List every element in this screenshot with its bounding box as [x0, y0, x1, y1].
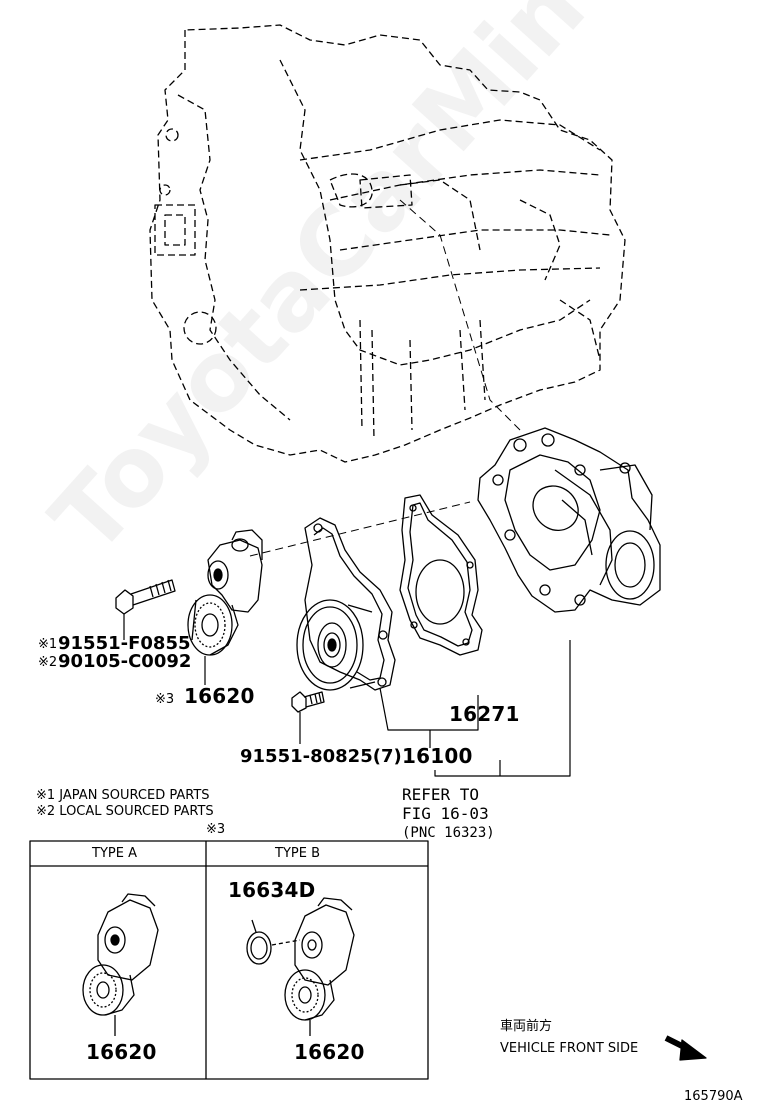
vehicle-front-label-en: VEHICLE FRONT SIDE [500, 1041, 639, 1056]
refer-to-line: REFER TO [402, 785, 480, 804]
type-a-part-number: 16620 [86, 1040, 157, 1064]
gasket-part-number: 16271 [449, 702, 520, 726]
bolt-part-number-jp: 91551-F0855 [58, 633, 191, 654]
local-sourced-mark: ※2 [38, 655, 58, 670]
leader-lines [123, 614, 571, 777]
japan-sourced-mark: ※1 [38, 637, 58, 652]
bolt-part-number-local: 90105-C0092 [58, 651, 192, 672]
note-local-sourced: ※2 LOCAL SOURCED PARTS [36, 804, 214, 819]
vehicle-front-label-jp: 車両前方 [500, 1019, 553, 1034]
type-b-tensioner [246, 897, 355, 1036]
refer-figure-line: FIG 16-03 [402, 804, 489, 823]
note-japan-sourced: ※1 JAPAN SOURCED PARTS [36, 788, 210, 803]
type-b-cap-part-number: 16634D [228, 878, 316, 902]
water-pump-part-number: 16100 [402, 744, 473, 768]
water-pump-assembly [296, 517, 396, 691]
alignment-lines [249, 199, 521, 557]
water-pump-housing [477, 427, 661, 613]
type-a-tensioner [82, 893, 159, 1036]
engine-block-outline [149, 24, 626, 463]
front-direction-arrow-icon [664, 1035, 707, 1061]
tensioner-variant-mark: ※3 [155, 692, 175, 707]
type-a-header: TYPE A [92, 846, 137, 861]
belt-tensioner [187, 529, 263, 656]
long-bolt [115, 579, 176, 615]
variant-table [29, 840, 429, 1080]
tensioner-part-number: 16620 [184, 684, 255, 708]
small-bolt [291, 691, 325, 713]
refer-pnc-line: (PNC 16323) [402, 825, 495, 841]
water-pump-gasket [399, 494, 483, 656]
type-b-part-number: 16620 [294, 1040, 365, 1064]
type-b-header: TYPE B [275, 846, 320, 861]
variant-box-mark: ※3 [206, 822, 226, 837]
small-bolt-part-number: 91551-80825(7) [240, 746, 402, 767]
figure-id: 165790A [684, 1089, 743, 1104]
